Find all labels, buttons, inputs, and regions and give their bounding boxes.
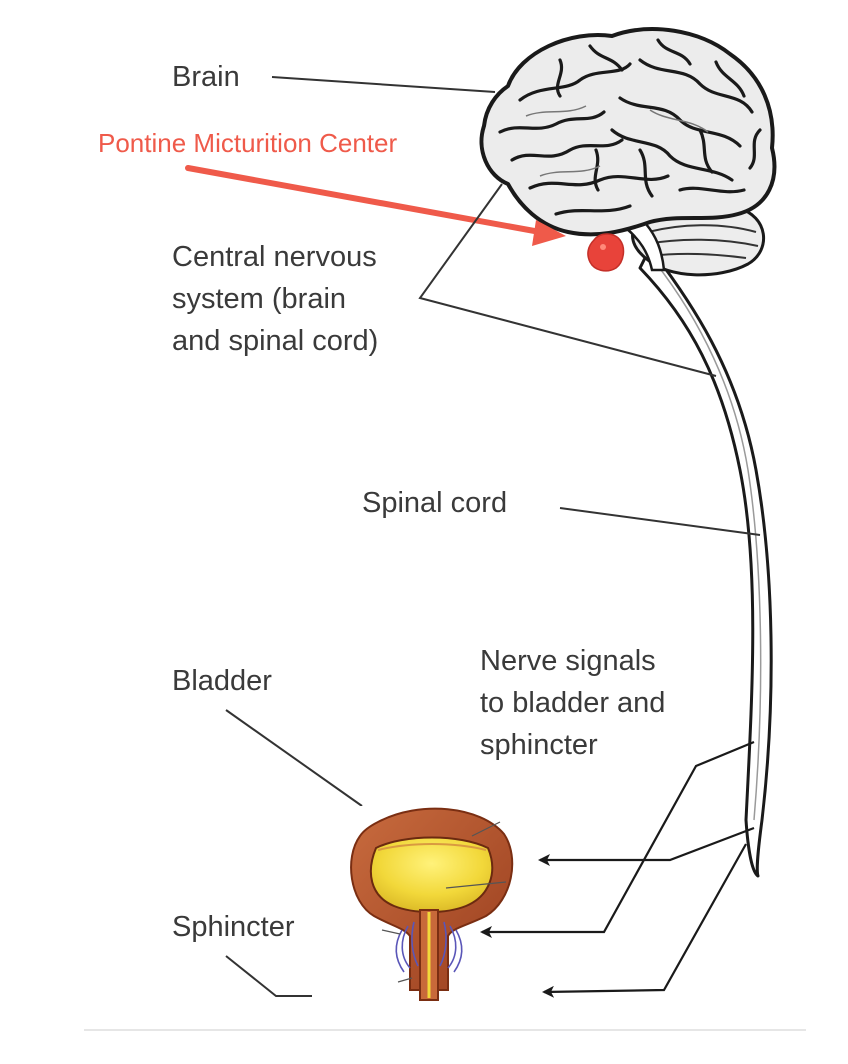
- bladder-leader-line: [225, 709, 363, 807]
- nerve-arrow-bladder: [538, 826, 755, 866]
- cns-label-line1: Central nervous: [172, 241, 377, 273]
- spinal-cord-label: Spinal cord: [362, 487, 508, 519]
- cns-label-line2: system (brain: [172, 283, 347, 315]
- cns-leader-line: [418, 183, 717, 377]
- pontine-micturition-center-label: Pontine Micturition Center: [98, 128, 398, 158]
- pmc-arrow: [185, 165, 566, 246]
- brain-label: Brain: [172, 61, 240, 93]
- sphincter-icon: [381, 921, 463, 983]
- bladder-icon: [312, 806, 532, 1028]
- nerve-signals-label-line2: to bladder and: [480, 687, 666, 719]
- nerve-signals-label-line1: Nerve signals: [480, 645, 656, 677]
- brain-icon: [479, 27, 777, 277]
- spinal-cord-icon: [638, 246, 773, 878]
- nerve-signal-arrows: [480, 740, 755, 998]
- leader-lines: [225, 76, 761, 997]
- sphincter-leader-line: [225, 955, 320, 997]
- brain-leader-line: [271, 76, 496, 93]
- cns-label-line3: and spinal cord): [172, 325, 379, 357]
- nerve-arrow-sphincter-lower: [542, 843, 747, 998]
- bladder-label: Bladder: [172, 665, 272, 697]
- nerve-arrow-sphincter-upper: [480, 740, 755, 938]
- sphincter-label: Sphincter: [172, 911, 295, 943]
- nerve-signals-label-line3: sphincter: [480, 729, 598, 761]
- pontine-center-marker-icon: [587, 233, 625, 272]
- spinal-cord-leader-line: [559, 507, 761, 536]
